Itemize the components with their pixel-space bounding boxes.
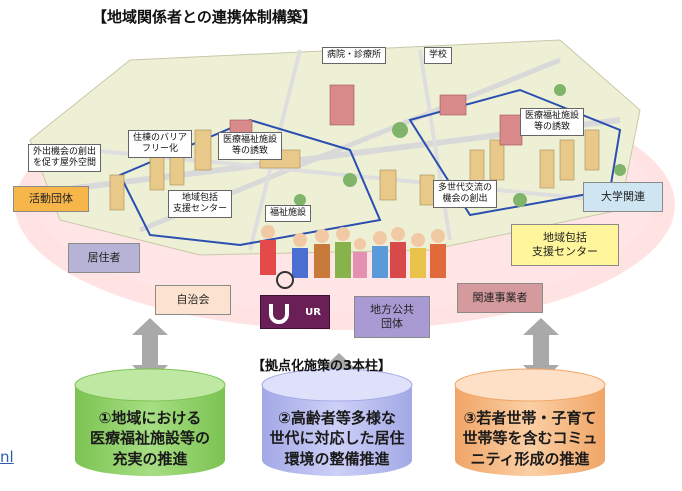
callout-medical-facility-left: 医療福祉施設 等の誘致 bbox=[218, 132, 283, 160]
pillars-title: 【拠点化施策の3本柱】 bbox=[252, 359, 392, 374]
ur-logo-mark-icon bbox=[269, 304, 289, 324]
ur-logo: UR bbox=[260, 295, 330, 329]
callout-hospital: 病院・診療所 bbox=[322, 47, 387, 64]
callout-barrier-free: 住棟のバリア フリー化 bbox=[128, 130, 193, 158]
stakeholder-activity-group: 活動団体 bbox=[13, 186, 89, 212]
stakeholder-community-support-center: 地域包括 支援センター bbox=[511, 224, 619, 266]
callout-medical-facility-right: 医療福祉施設 等の誘致 bbox=[520, 108, 585, 136]
ur-logo-text: UR bbox=[305, 306, 321, 318]
residents-group-illustration bbox=[260, 225, 446, 289]
callout-school: 学校 bbox=[424, 47, 453, 64]
stakeholder-university: 大学関連 bbox=[583, 182, 663, 212]
partial-link[interactable]: nl bbox=[0, 448, 14, 466]
stakeholder-residents: 居住者 bbox=[68, 243, 140, 273]
callout-welfare-facility: 福祉施設 bbox=[265, 205, 312, 222]
callout-outdoor-space: 外出機会の創出 を促す屋外空間 bbox=[28, 144, 102, 172]
stakeholder-neighborhood-association: 自治会 bbox=[155, 285, 231, 315]
pillar-1-label: ①地域における 医療福祉施設等の 充実の推進 bbox=[89, 409, 210, 468]
pillar-3-label: ③若者世帯・子育て 世帯等を含むコミュ ニティ形成の推進 bbox=[462, 409, 598, 468]
stakeholder-local-government: 地方公共 団体 bbox=[354, 296, 430, 338]
pillar-2-label: ②高齢者等多様な 世代に対応した居住 環境の整備推進 bbox=[269, 409, 405, 468]
stakeholder-related-businesses: 関連事業者 bbox=[457, 283, 543, 313]
diagram-title: 【地域関係者との連携体制構築】 bbox=[92, 8, 317, 26]
callout-multigeneration: 多世代交流の 機会の創出 bbox=[433, 180, 498, 208]
pillar-cylinders bbox=[74, 368, 606, 476]
callout-community-support-center: 地域包括 支援センター bbox=[168, 190, 233, 218]
